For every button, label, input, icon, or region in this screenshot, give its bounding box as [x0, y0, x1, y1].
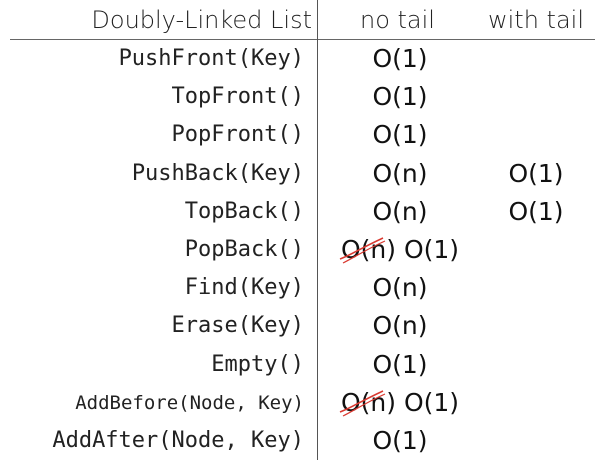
- complexity-with-tail: [480, 116, 592, 154]
- complexity-no-tail: O(1): [372, 120, 428, 150]
- column-divider: [317, 0, 318, 460]
- operation-name: Empty(): [211, 351, 304, 377]
- complexity-with-tail: [480, 422, 592, 460]
- complexity-with-tail: [480, 307, 592, 345]
- complexity-with-tail: [480, 269, 592, 307]
- complexity-no-tail: O(1): [372, 349, 428, 379]
- complexity-no-tail: O(1): [403, 234, 460, 264]
- complexity-with-tail: [480, 40, 592, 78]
- complexity-no-tail-cell: O(n)O(1): [330, 231, 470, 269]
- operation-name: AddBefore(Node, Key): [75, 391, 304, 414]
- strike-mark: [339, 389, 386, 417]
- operation-name: TopBack(): [184, 198, 304, 224]
- header-operation: Doubly-Linked List: [91, 6, 312, 34]
- header-rule: [10, 39, 595, 40]
- table-row: TopBack() O(n) O(1): [0, 193, 595, 231]
- operation-name: Find(Key): [184, 275, 304, 301]
- complexity-no-tail: O(n): [372, 273, 428, 303]
- table-row: PushFront(Key) O(1): [0, 40, 595, 78]
- complexity-no-tail: O(1): [372, 425, 428, 455]
- struck-complexity: O(n): [339, 231, 396, 269]
- complexity-no-tail: O(n): [372, 158, 428, 188]
- complexity-with-tail: [480, 231, 592, 269]
- table-row: Find(Key) O(n): [0, 269, 595, 307]
- complexity-no-tail: O(1): [403, 387, 460, 417]
- operation-name: PushFront(Key): [118, 46, 304, 71]
- table-row: PopFront() O(1): [0, 116, 595, 154]
- struck-complexity: O(n): [339, 384, 396, 422]
- strike-mark: [339, 237, 386, 264]
- complexity-no-tail: O(1): [372, 82, 428, 112]
- operation-name: PushBack(Key): [131, 160, 304, 186]
- table-body: PushFront(Key) O(1) TopFront() O(1) PopF…: [0, 40, 595, 460]
- table-row: Empty() O(1): [0, 346, 595, 384]
- complexity-with-tail: O(1): [508, 158, 564, 188]
- complexity-with-tail: [480, 346, 592, 384]
- complexity-with-tail: [480, 384, 592, 422]
- table-row: TopFront() O(1): [0, 78, 595, 116]
- table-row: AddAfter(Node, Key) O(1): [0, 422, 595, 460]
- header-with-tail: with tail: [488, 6, 584, 34]
- operation-name: AddAfter(Node, Key): [52, 427, 304, 453]
- complexity-no-tail-cell: O(n)O(1): [330, 384, 470, 422]
- complexity-no-tail: O(n): [372, 311, 428, 341]
- header-no-tail: no tail: [360, 6, 435, 34]
- complexity-no-tail: O(n): [372, 196, 428, 226]
- table-row: Erase(Key) O(n): [0, 307, 595, 345]
- complexity-with-tail: O(1): [508, 196, 564, 226]
- table-row: PopBack() O(n)O(1): [0, 231, 595, 269]
- complexity-no-tail: O(1): [372, 44, 428, 73]
- operation-name: PopBack(): [184, 236, 304, 262]
- operation-name: TopFront(): [171, 84, 304, 110]
- complexity-with-tail: [480, 78, 592, 116]
- table-row: PushBack(Key) O(n) O(1): [0, 155, 595, 193]
- operation-name: Erase(Key): [171, 313, 304, 339]
- table-row: AddBefore(Node, Key) O(n)O(1): [0, 384, 595, 422]
- operation-name: PopFront(): [171, 122, 304, 148]
